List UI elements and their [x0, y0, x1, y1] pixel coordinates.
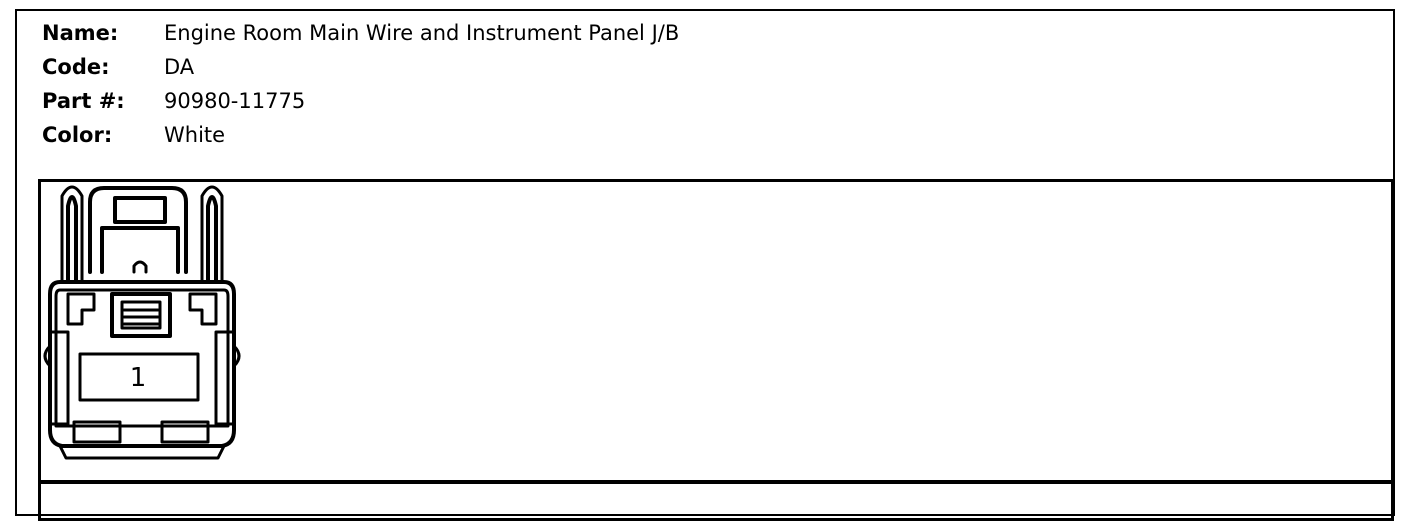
terminal-cavity [78, 352, 200, 402]
name-row: Name: Engine Room Main Wire and Instrume… [42, 16, 942, 50]
code-value: DA [164, 55, 195, 79]
left-rail-outer [60, 185, 84, 284]
color-label: Color: [42, 123, 113, 147]
latch-button [113, 196, 167, 224]
housing-body [48, 280, 236, 448]
left-rail [66, 195, 78, 284]
base-step [58, 444, 226, 460]
left-side-bump [43, 344, 52, 368]
left-corner-tab [66, 292, 96, 326]
right-side-guide [214, 330, 236, 426]
right-side-bump [232, 344, 241, 368]
connector-card [15, 9, 1395, 516]
lock-window-inner [120, 300, 162, 330]
connector-face-diagram: 1 [43, 185, 241, 460]
right-foot [160, 420, 210, 444]
right-corner-tab [188, 292, 218, 326]
code-label: Code: [42, 55, 110, 79]
left-side-guide [48, 330, 70, 426]
part-value: 90980-11775 [164, 89, 306, 113]
code-row: Code: DA [42, 50, 942, 84]
left-foot [72, 420, 122, 444]
name-label: Name: [42, 21, 119, 45]
color-row: Color: White [42, 118, 942, 152]
right-rail-outer [200, 185, 224, 284]
diagram-panel [38, 179, 1394, 521]
right-rail [206, 195, 218, 284]
latch-notch [132, 260, 148, 274]
part-row: Part #: 90980-11775 [42, 84, 942, 118]
name-value: Engine Room Main Wire and Instrument Pan… [164, 21, 680, 45]
housing-inner [54, 288, 230, 428]
latch-inner [100, 226, 180, 274]
color-value: White [164, 123, 226, 147]
part-label: Part #: [42, 89, 125, 113]
latch-hood [88, 186, 188, 274]
lock-window-outer [110, 292, 172, 338]
panel-divider [38, 480, 1394, 484]
pin-1-label: 1 [130, 363, 147, 393]
